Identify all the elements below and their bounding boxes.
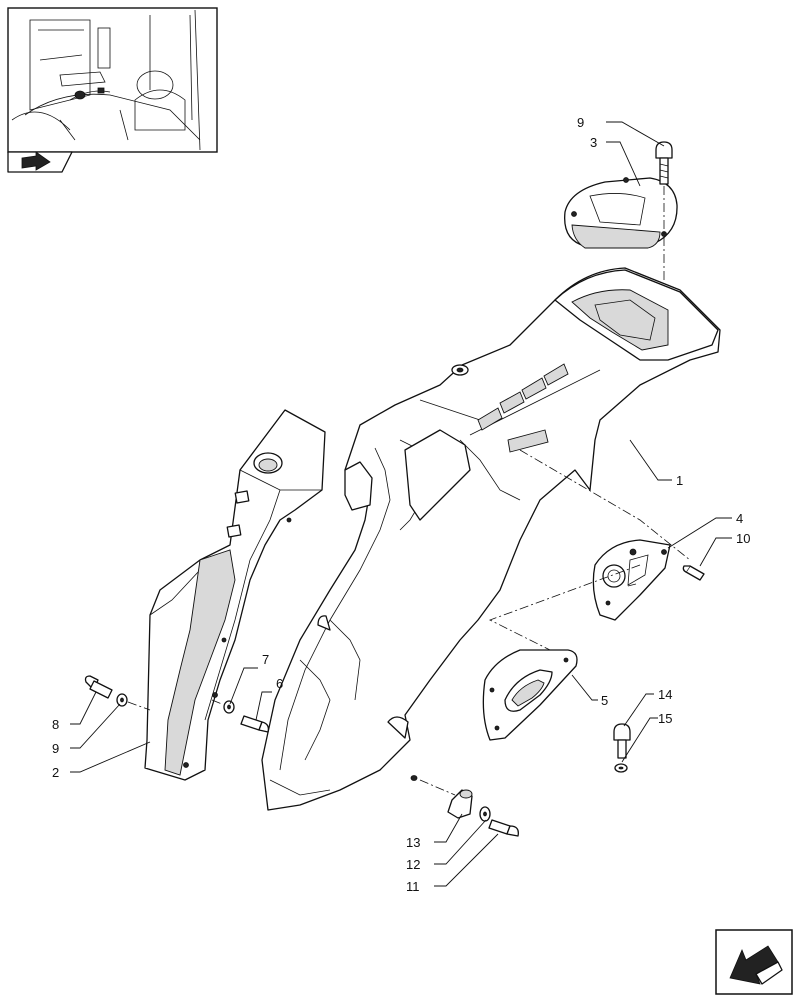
callout-14: 14 <box>658 687 672 702</box>
part-4-bracket <box>592 539 671 621</box>
callout-8: 8 <box>52 717 59 732</box>
callout-10-top: 9 <box>577 115 584 130</box>
arrow-shape-icon <box>21 151 51 171</box>
vent-slots <box>477 363 569 453</box>
leader-lines <box>70 121 732 887</box>
callout-4: 4 <box>736 511 743 526</box>
part-10-screw-top <box>655 141 673 185</box>
callout-6: 6 <box>276 676 283 691</box>
callout-1: 1 <box>676 473 683 488</box>
callout-3: 3 <box>590 135 597 150</box>
callout-2: 2 <box>52 765 59 780</box>
callout-10-right: 10 <box>736 531 750 546</box>
part-3-top-cover <box>564 177 678 249</box>
callout-15: 15 <box>658 711 672 726</box>
callout-11: 11 <box>406 879 420 894</box>
part-10-screw-right <box>682 565 705 581</box>
part-8-screw <box>84 675 113 699</box>
cab-interior-thumbnail-icon <box>11 9 201 151</box>
callout-12: 12 <box>406 857 420 872</box>
part-6-screw <box>240 715 270 733</box>
part-13-spacer <box>447 789 473 819</box>
callout-9: 9 <box>52 741 59 756</box>
part-1-console-housing <box>261 267 721 811</box>
location-inset <box>7 7 218 173</box>
inset-pointer-tab <box>7 151 73 173</box>
part-2-side-panel <box>144 409 326 781</box>
callout-13: 13 <box>406 835 420 850</box>
callout-labels: 9 3 1 4 10 5 7 6 8 9 2 14 15 13 12 11 <box>52 115 750 894</box>
callout-5: 5 <box>601 693 608 708</box>
part-5-plate <box>482 649 578 741</box>
next-page-arrow-icon[interactable] <box>715 929 793 995</box>
callout-7: 7 <box>262 652 269 667</box>
part-14-screw <box>613 723 631 759</box>
part-11-screw <box>488 819 519 837</box>
